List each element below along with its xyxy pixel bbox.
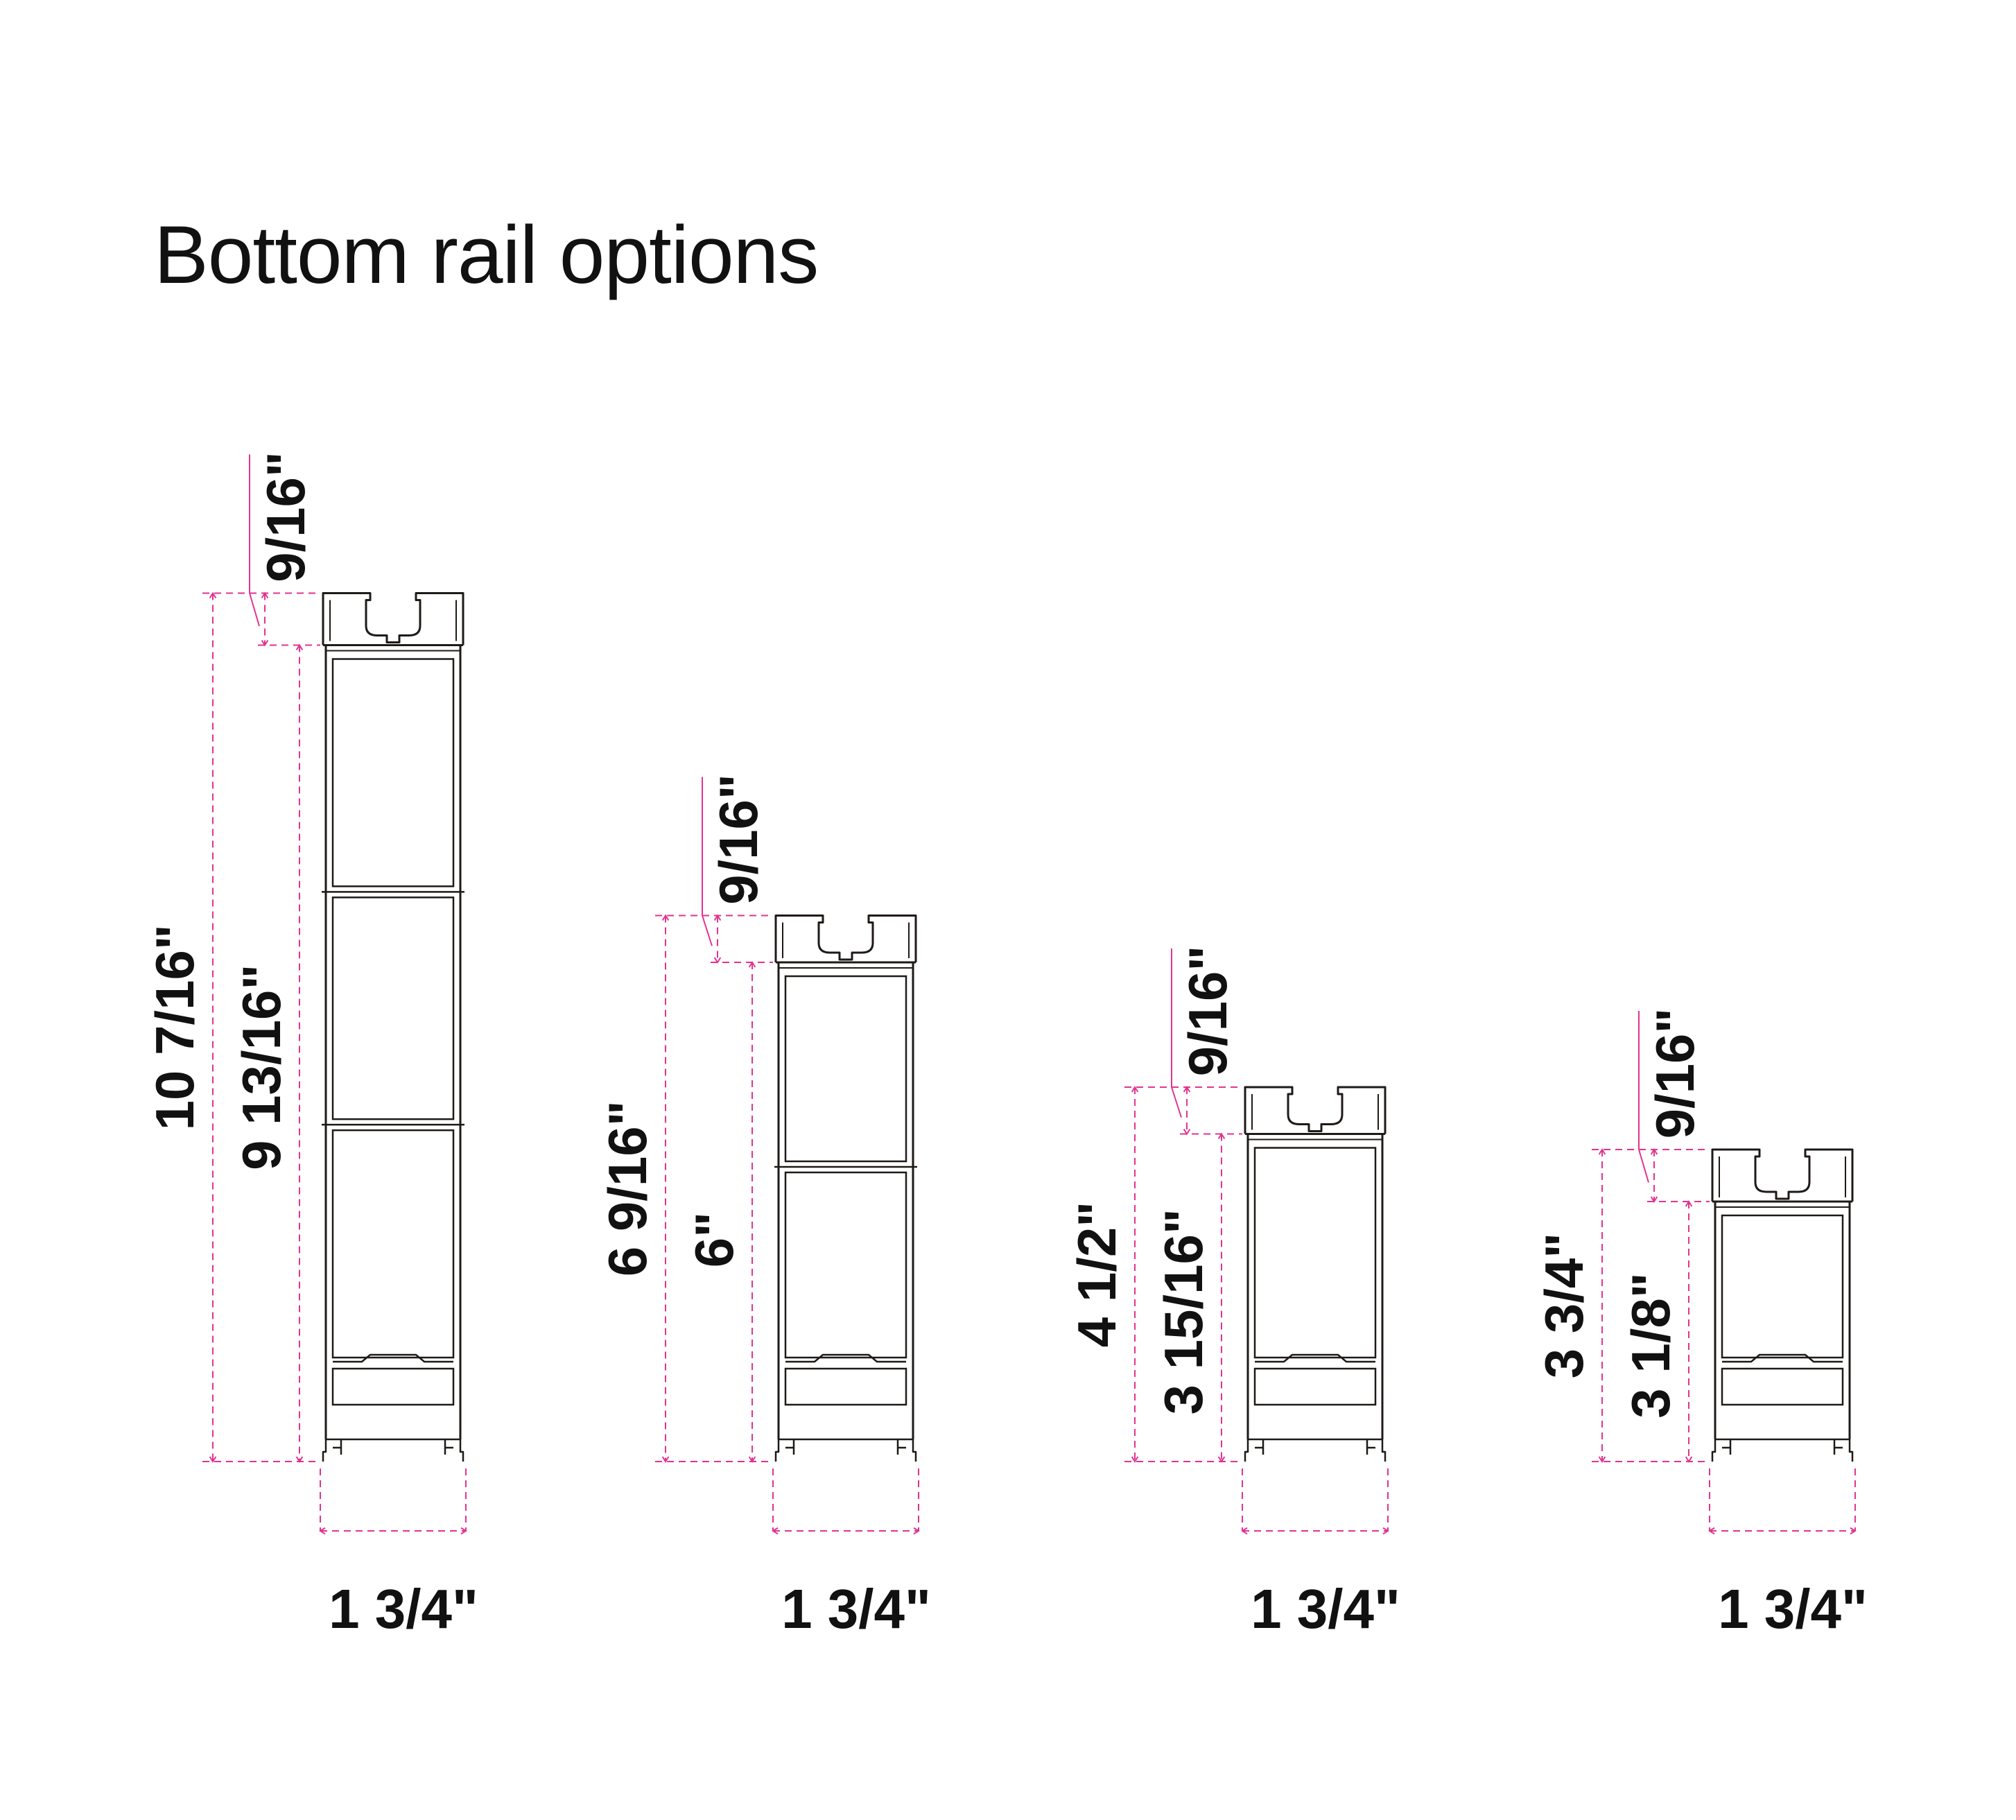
overall-arrow-top [661, 914, 670, 921]
top-channel [1711, 1148, 1854, 1202]
lower-bead [1722, 1353, 1843, 1363]
top-arrow-top [713, 914, 722, 921]
overall-arrow-bottom [209, 1456, 217, 1463]
width-arrow-left [1708, 1527, 1715, 1535]
page-title: Bottom rail options [154, 209, 819, 301]
bottom-clip-right [1366, 1438, 1387, 1462]
overall-arrow-top [209, 591, 217, 599]
width-arrow-right [460, 1527, 467, 1535]
lower-chamber [1721, 1367, 1844, 1406]
top-arrow-bottom [1183, 1128, 1191, 1136]
top-channel [322, 592, 464, 645]
chamber-1 [1253, 1147, 1377, 1359]
bottom-clip-left [774, 1438, 795, 1462]
lower-chamber [1253, 1367, 1377, 1406]
top-arrow-bottom [261, 639, 269, 647]
overall-arrow-bottom [661, 1456, 670, 1463]
overall-arrow-top [1598, 1148, 1606, 1155]
body-height-label: 3 1/8" [1620, 1272, 1681, 1418]
bottom-clip-left [1711, 1438, 1732, 1462]
body-height-label: 6" [684, 1212, 745, 1267]
overall-height-label: 6 9/16" [597, 1100, 658, 1276]
body-arrow-bottom [1685, 1456, 1693, 1463]
channel-inner-walls [1719, 1156, 1846, 1197]
top-channel [1244, 1086, 1387, 1134]
chamber-2 [331, 896, 455, 1120]
profile-side-walls [777, 962, 914, 1439]
rail-3: 4 1/2" 3 15/16" 9/16" 1 3/4" [1066, 946, 1400, 1640]
top-channel [774, 915, 917, 962]
top-channel-label: 9/16" [708, 774, 769, 905]
bottom-clip-left [1244, 1438, 1265, 1462]
width-label: 1 3/4" [781, 1578, 931, 1640]
top-channel-label: 9/16" [1177, 946, 1238, 1077]
overall-height-label: 3 3/4" [1533, 1233, 1594, 1378]
body-arrow-bottom [295, 1456, 304, 1463]
top-arrow-top [1650, 1148, 1658, 1155]
overall-arrow-bottom [1131, 1456, 1139, 1463]
top-arrow-bottom [713, 957, 722, 964]
bottom-clip-right [896, 1438, 917, 1462]
profile-side-walls [1246, 1134, 1384, 1439]
top-arrow-top [1183, 1086, 1191, 1093]
width-arrow-right [1382, 1527, 1389, 1535]
bottom-clip-right [444, 1438, 464, 1462]
chamber-1 [331, 658, 455, 887]
top-leader-diagonal [1171, 1086, 1182, 1118]
chamber-2 [784, 1171, 907, 1359]
lower-bead [333, 1353, 453, 1363]
body-arrow-bottom [748, 1456, 756, 1463]
channel-inner-walls [1251, 1094, 1379, 1130]
lower-chamber [784, 1367, 907, 1406]
rail-4: 3 3/4" 3 1/8" 9/16" 1 3/4" [1533, 1008, 1868, 1640]
width-arrow-left [1241, 1527, 1248, 1535]
chamber-3 [331, 1129, 455, 1359]
rail-1: 10 7/16" 9 13/16" 9/16" 1 3/4" [144, 451, 478, 1640]
bottom-clip-right [1833, 1438, 1854, 1462]
top-leader-diagonal [249, 593, 260, 627]
body-height-label: 3 15/16" [1153, 1208, 1214, 1414]
body-arrow-bottom [1217, 1456, 1226, 1463]
body-arrow-top [1217, 1132, 1226, 1140]
top-leader-diagonal [1638, 1149, 1649, 1183]
channel-inner-walls [782, 922, 910, 958]
width-arrow-right [913, 1527, 920, 1535]
width-arrow-left [319, 1527, 326, 1535]
lower-bead [1255, 1353, 1375, 1363]
overall-arrow-top [1131, 1086, 1139, 1093]
overall-height-label: 4 1/2" [1066, 1202, 1127, 1347]
width-arrow-left [772, 1527, 779, 1535]
chamber-1 [784, 975, 907, 1163]
rail-2: 6 9/16" 6" 9/16" 1 3/4" [597, 774, 931, 1640]
width-label: 1 3/4" [329, 1578, 478, 1640]
body-arrow-top [748, 961, 756, 968]
body-arrow-top [1685, 1200, 1693, 1207]
top-leader-diagonal [702, 915, 713, 946]
width-label: 1 3/4" [1718, 1578, 1868, 1640]
overall-height-label: 10 7/16" [144, 924, 205, 1130]
lower-chamber [331, 1367, 455, 1406]
lower-bead [785, 1353, 906, 1363]
top-channel-label: 9/16" [255, 451, 316, 582]
top-channel-label: 9/16" [1644, 1008, 1705, 1139]
bottom-clip-left [322, 1438, 342, 1462]
profile-side-walls [1714, 1202, 1851, 1439]
chamber-1 [1721, 1214, 1844, 1359]
overall-arrow-bottom [1598, 1456, 1606, 1463]
top-arrow-top [261, 591, 269, 599]
width-arrow-right [1850, 1527, 1857, 1535]
top-arrow-bottom [1650, 1196, 1658, 1203]
channel-inner-walls [329, 600, 457, 641]
body-height-label: 9 13/16" [231, 964, 292, 1170]
body-arrow-top [295, 643, 304, 651]
width-label: 1 3/4" [1251, 1578, 1400, 1640]
profile-side-walls [324, 645, 462, 1439]
